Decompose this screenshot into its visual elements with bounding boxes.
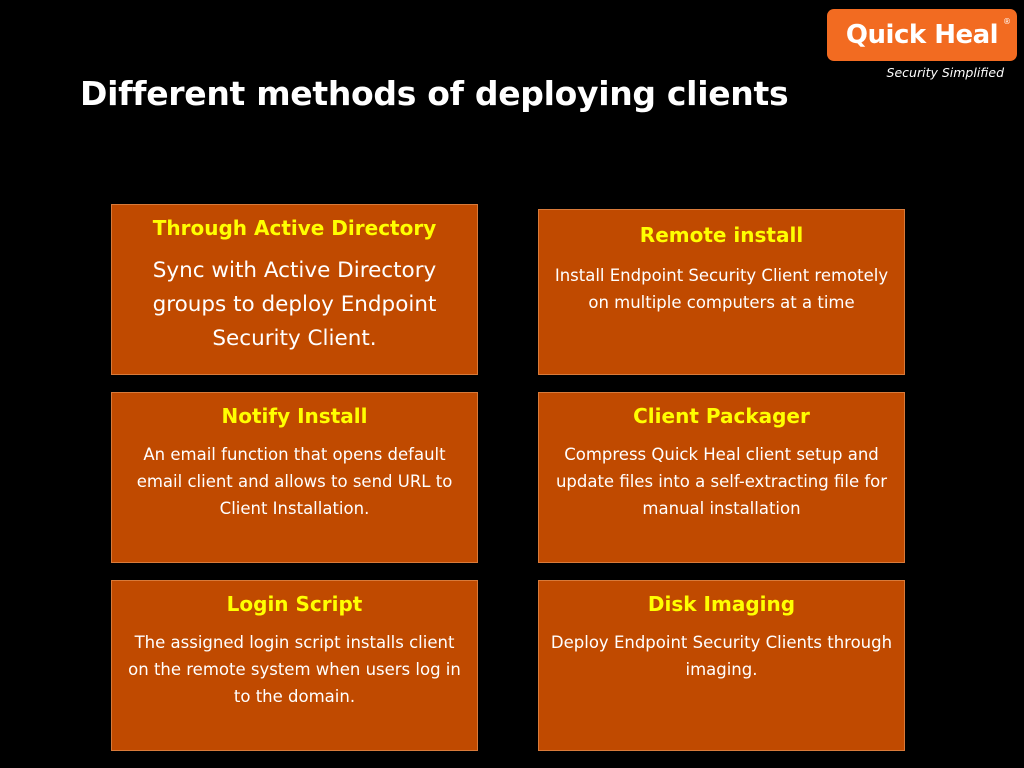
card-description: An email function that opens default ema… [136,445,453,518]
card-title: Through Active Directory [152,216,437,240]
card-title: Remote install [639,223,804,247]
card-client-packager: Client Packager Compress Quick Heal clie… [538,392,905,563]
card-description: Compress Quick Heal client setup and upd… [555,445,888,518]
card-disk-imaging: Disk Imaging Deploy Endpoint Security Cl… [538,580,905,751]
card-notify-install: Notify Install An email function that op… [111,392,478,563]
logo-tagline: Security Simplified [886,65,1004,80]
card-description: Sync with Active Directory groups to dep… [152,258,437,351]
logo-brand-text: Quick Heal [845,20,999,50]
registered-mark: ® [1003,17,1011,26]
card-description: The assigned login script installs clien… [128,633,461,706]
slide-title: Different methods of deploying clients [80,74,789,113]
card-title: Disk Imaging [647,592,796,616]
card-title: Client Packager [633,404,810,428]
card-description: Deploy Endpoint Security Clients through… [550,633,893,679]
quick-heal-logo: Quick Heal ® [827,9,1017,61]
card-active-directory: Through Active Directory Sync with Activ… [111,204,478,375]
card-title: Notify Install [221,404,368,428]
card-remote-install: Remote install Install Endpoint Security… [538,209,905,375]
card-description: Install Endpoint Security Client remotel… [554,266,889,312]
card-login-script: Login Script The assigned login script i… [111,580,478,751]
card-title: Login Script [226,592,363,616]
